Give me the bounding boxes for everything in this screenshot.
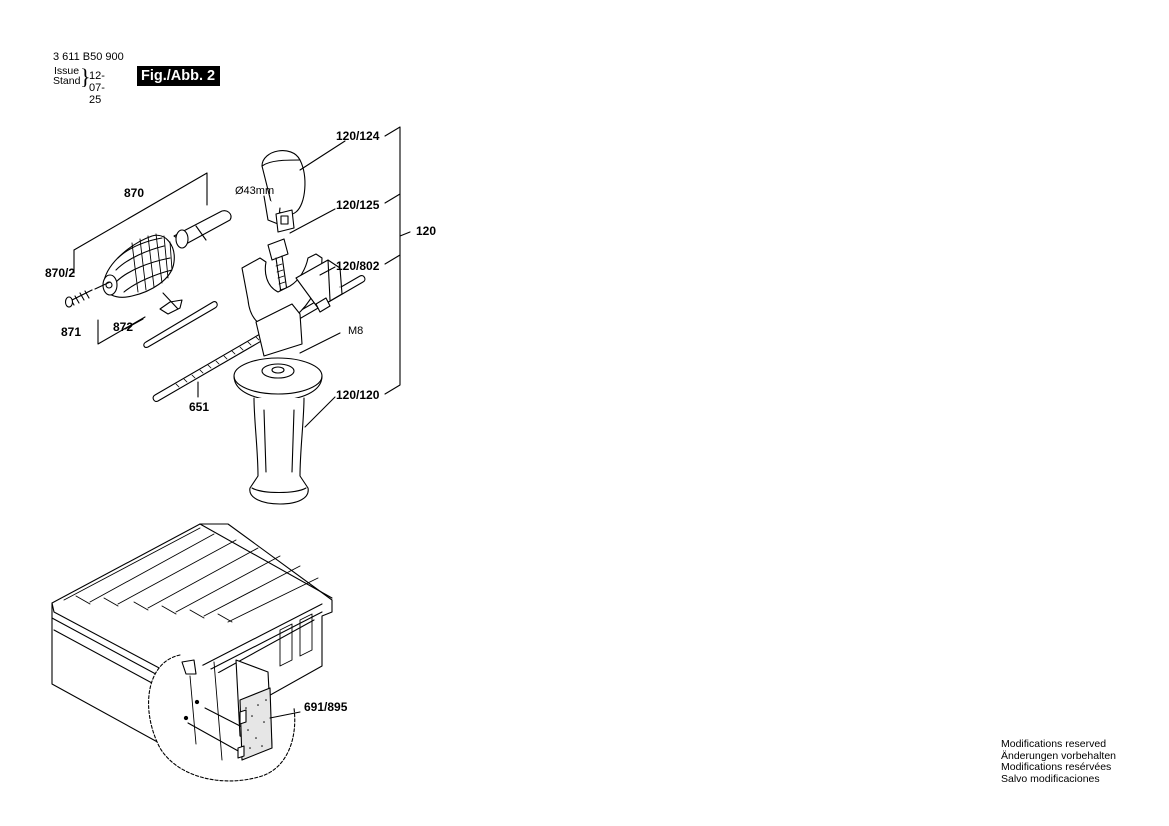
auxiliary-handle-drawing xyxy=(233,126,411,505)
label-870: 870 xyxy=(124,186,144,200)
part-number: 3 611 B50 900 xyxy=(53,51,124,63)
label-872: 872 xyxy=(113,320,133,334)
stand-label: Stand xyxy=(53,75,81,87)
modifications-note: Modifications reserved Änderungen vorbeh… xyxy=(1001,738,1117,785)
label-diameter: Ø43mm xyxy=(235,185,274,197)
label-870-2: 870/2 xyxy=(45,266,75,280)
brace-glyph: } xyxy=(80,64,91,89)
label-120-124: 120/124 xyxy=(336,129,380,143)
carrying-case-drawing xyxy=(51,523,333,782)
figure-badge: Fig./Abb. 2 xyxy=(137,66,221,86)
label-120-802: 120/802 xyxy=(336,259,380,273)
issue-label: Issue xyxy=(54,65,80,77)
note-line-de: Änderungen vorbehalten xyxy=(1001,749,1117,762)
drill-chuck-drawing xyxy=(64,172,232,348)
label-m8: M8 xyxy=(348,325,363,337)
label-120: 120 xyxy=(416,224,436,238)
label-691-895: 691/895 xyxy=(304,700,348,714)
label-120-125: 120/125 xyxy=(336,198,380,212)
label-871: 871 xyxy=(61,325,81,339)
label-651: 651 xyxy=(189,400,209,414)
issue-date: 12-07-25 xyxy=(89,70,105,106)
note-line-es: Salvo modificaciones xyxy=(1001,772,1100,785)
note-line-fr: Modifications resérvées xyxy=(1001,761,1112,773)
depth-stop-rod-drawing xyxy=(152,275,366,402)
label-120-120: 120/120 xyxy=(336,388,380,402)
note-line-en: Modifications reserved xyxy=(1001,738,1107,750)
